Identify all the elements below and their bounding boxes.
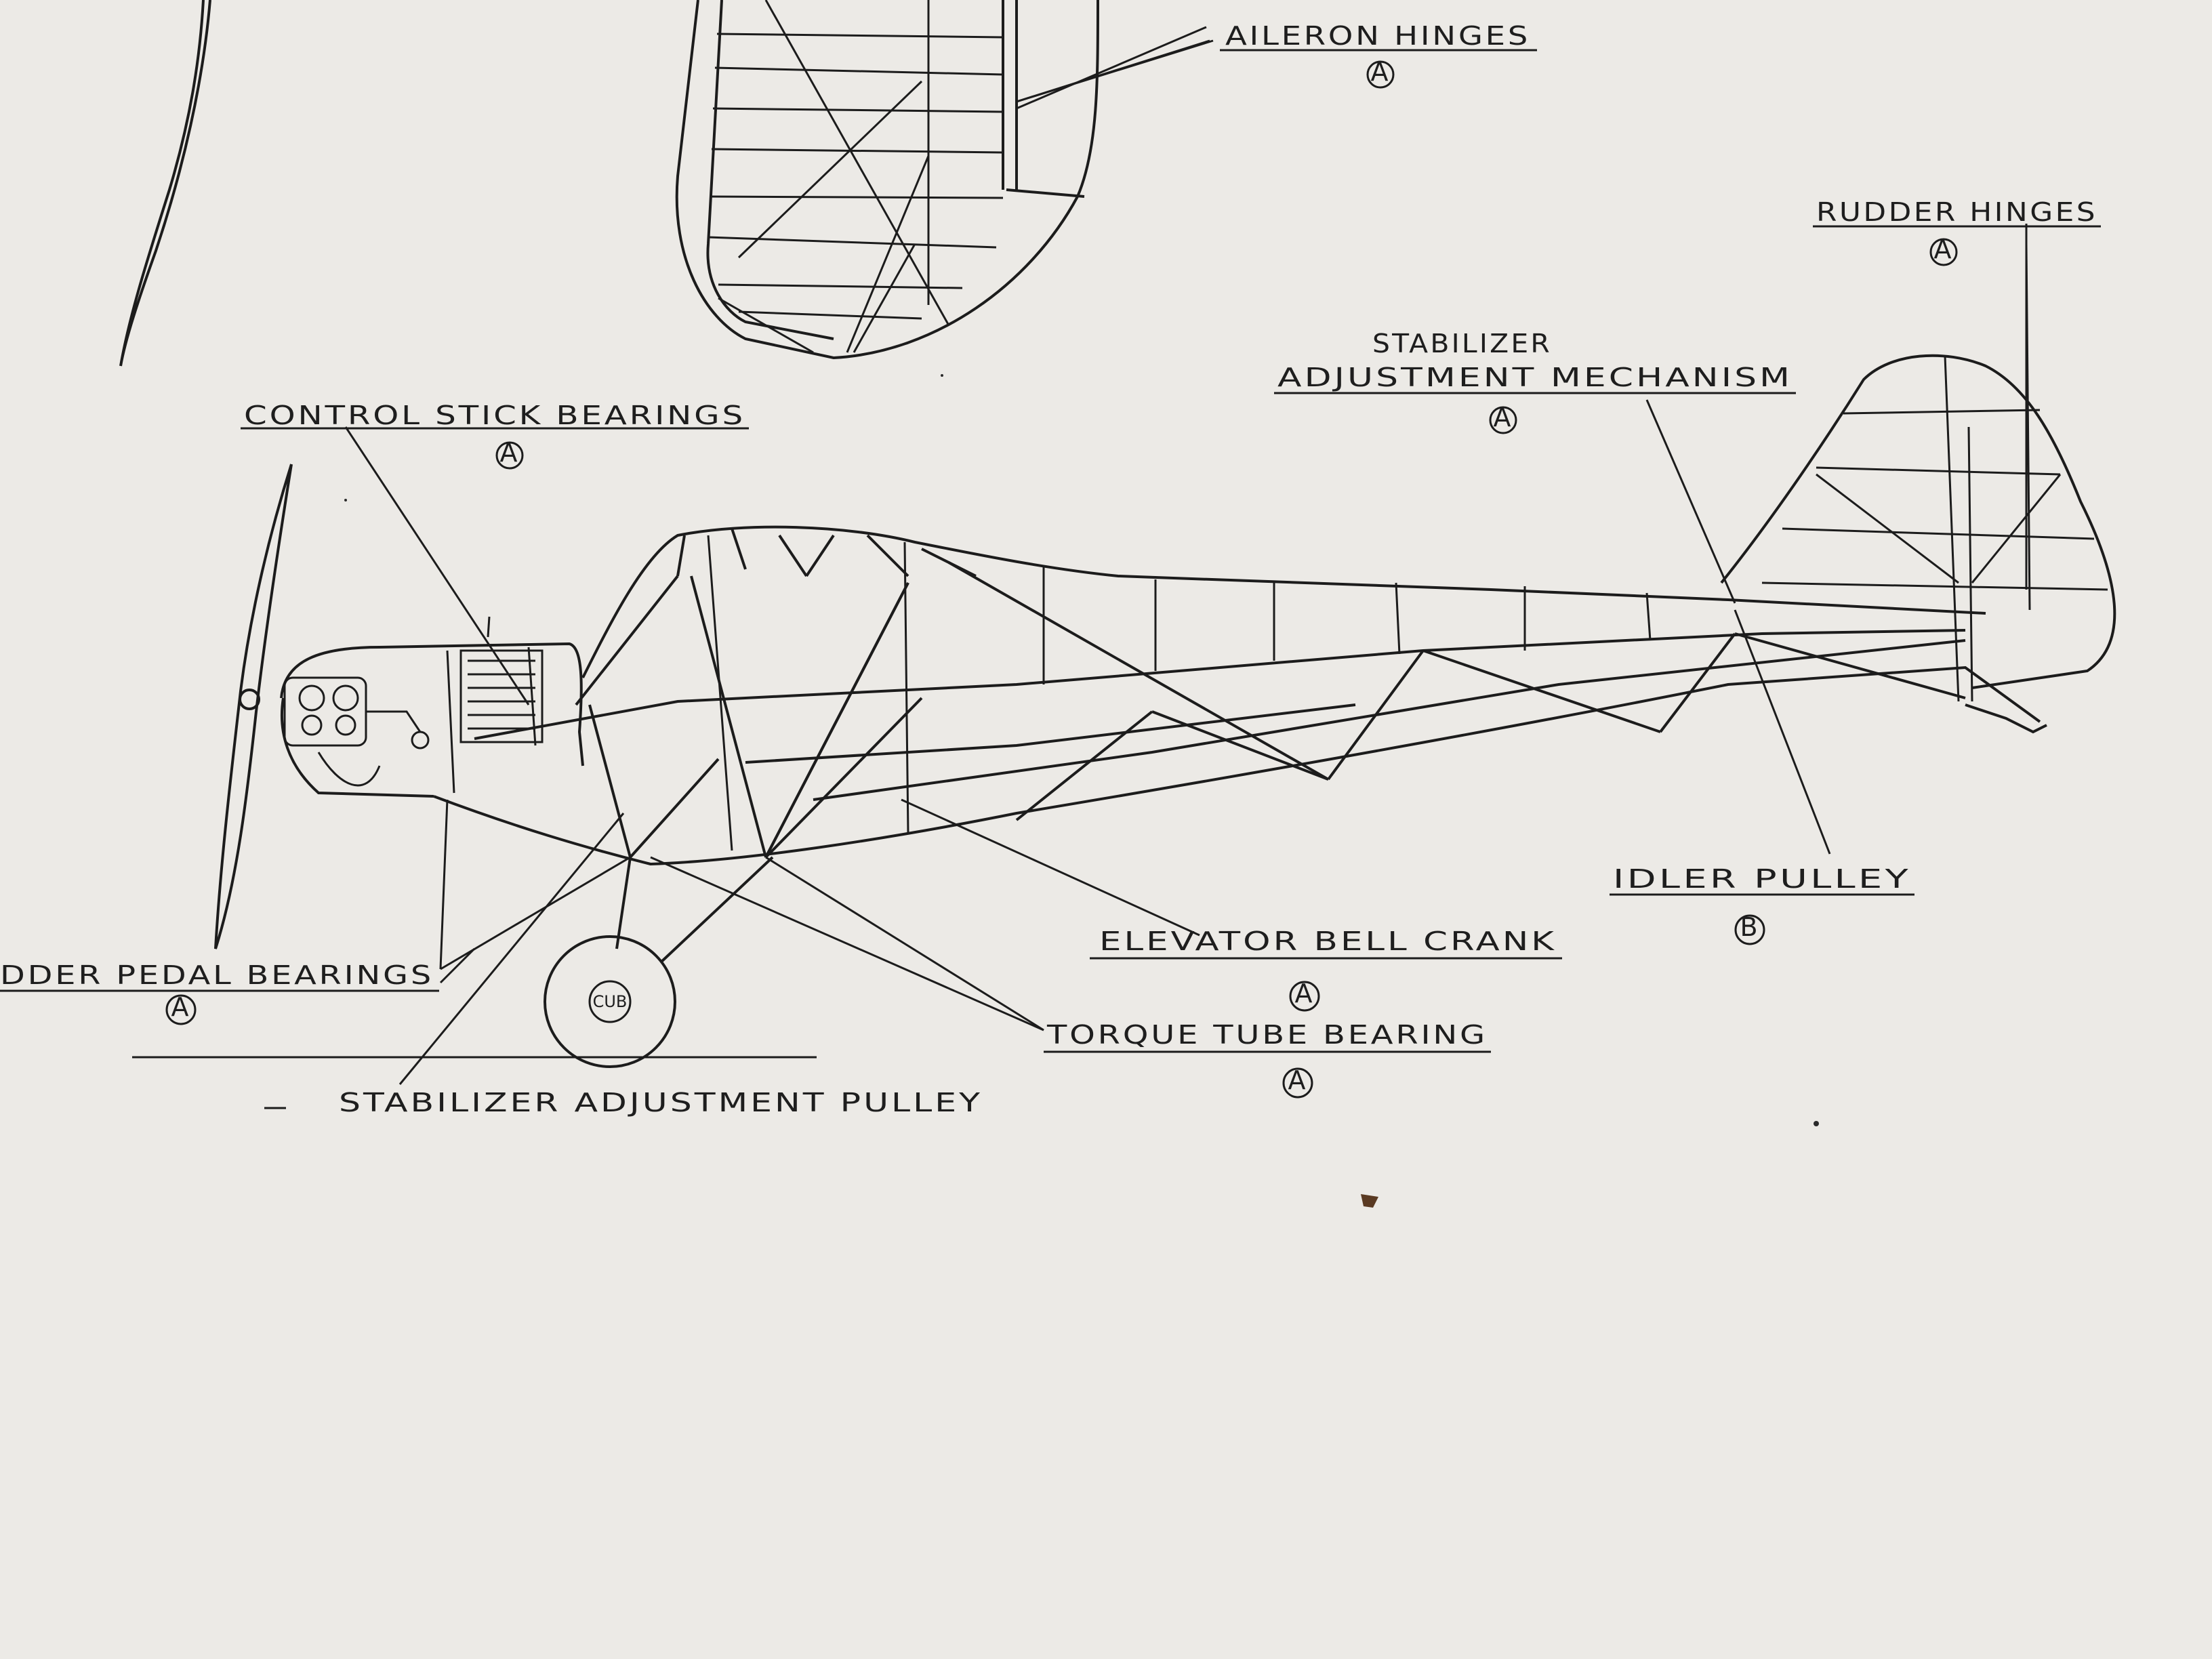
stabilizer-mechanism-line2: ADJUSTMENT MECHANISM <box>1277 363 1793 392</box>
idler-pulley-mark: B <box>1740 912 1759 942</box>
torque-tube-bearing-label: TORQUE TUBE BEARING <box>1046 1020 1488 1050</box>
callout-elevator-bell-crank: ELEVATOR BELL CRANK A <box>1090 926 1562 1012</box>
callout-aileron-hinges: AILERON HINGES A <box>1220 21 1537 89</box>
callout-idler-pulley: IDLER PULLEY B <box>1610 864 1914 945</box>
torque-tube-bearing-mark: A <box>1288 1065 1308 1095</box>
paper-specks <box>344 374 1819 1208</box>
control-stick-bearings-label: CONTROL STICK BEARINGS <box>244 401 745 430</box>
elevator-bell-crank-mark: A <box>1295 979 1315 1008</box>
control-stick-bearings-mark: A <box>500 438 520 468</box>
stabilizer-adjustment-pulley-label: STABILIZER ADJUSTMENT PULLEY <box>339 1088 983 1118</box>
callout-labels: AILERON HINGES A RUDDER HINGES A STABILI… <box>0 21 2101 1118</box>
wheel-logo: CUB <box>593 992 628 1011</box>
aileron-hinges-mark: A <box>1371 57 1391 87</box>
rudder-hinges-label: RUDDER HINGES <box>1816 197 2097 227</box>
callout-rudder-hinges: RUDDER HINGES A <box>1813 197 2101 266</box>
rudder-fin-outline <box>1720 243 2116 702</box>
callout-stabilizer-adjustment-pulley: STABILIZER ADJUSTMENT PULLEY <box>339 1088 983 1118</box>
rudder-pedal-bearings-label: DDER PEDAL BEARINGS <box>0 960 434 990</box>
top-view-propeller-blade <box>119 0 211 367</box>
fuselage-truss <box>280 525 2047 964</box>
stabilizer-mechanism-mark: A <box>1494 403 1513 432</box>
front-propeller <box>214 464 293 949</box>
landing-wheel: CUB <box>544 935 676 1068</box>
callout-stabilizer-mechanism: STABILIZER ADJUSTMENT MECHANISM A <box>1274 329 1796 434</box>
aileron-hinges-label: AILERON HINGES <box>1225 21 1530 51</box>
elevator-bell-crank-label: ELEVATOR BELL CRANK <box>1099 926 1557 956</box>
callout-rudder-pedal-bearings: DDER PEDAL BEARINGS A <box>0 960 439 1025</box>
callout-torque-tube-bearing: TORQUE TUBE BEARING A <box>1044 1020 1491 1099</box>
idler-pulley-label: IDLER PULLEY <box>1613 864 1911 894</box>
engine-detail <box>283 616 544 787</box>
rudder-hinges-mark: A <box>1934 234 1954 264</box>
wing-tip-plan-view <box>675 0 1210 360</box>
leader-lines <box>132 39 2028 1109</box>
stabilizer-mechanism-line1: STABILIZER <box>1372 329 1552 359</box>
callout-control-stick-bearings: CONTROL STICK BEARINGS A <box>241 401 749 470</box>
rudder-pedal-bearings-mark: A <box>171 992 191 1022</box>
